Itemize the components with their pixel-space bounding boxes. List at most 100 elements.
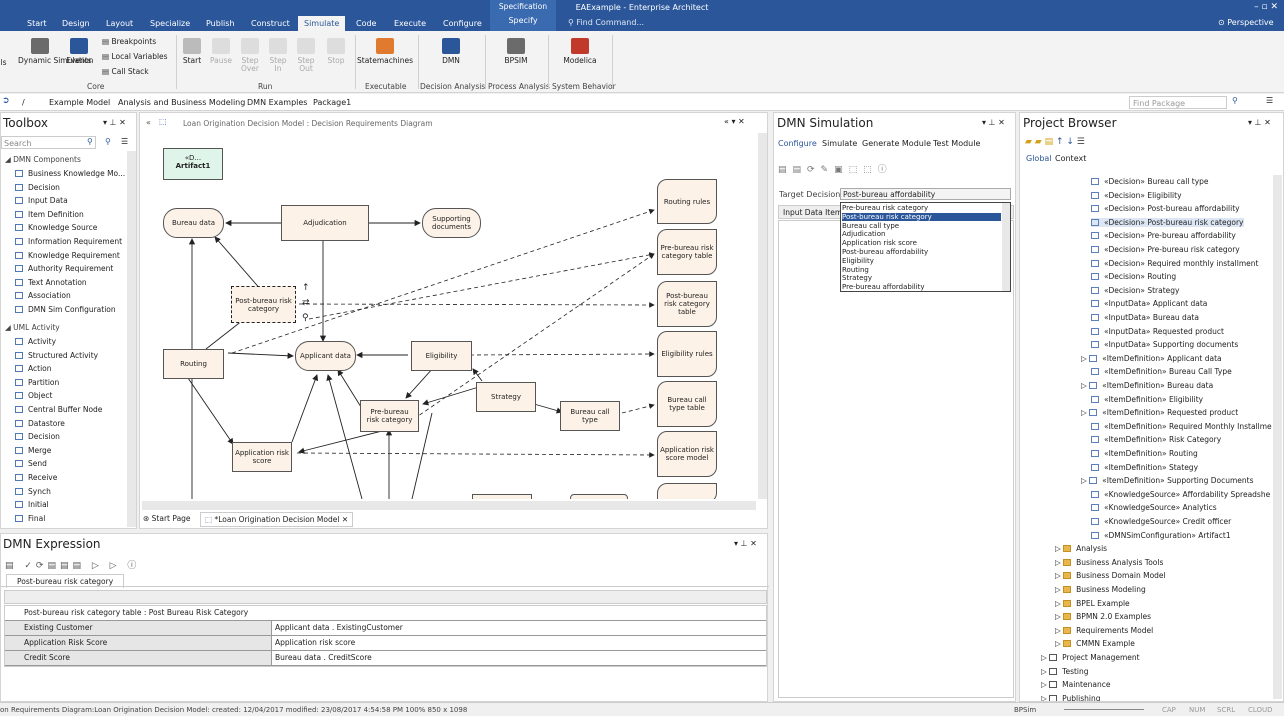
expression-input-value[interactable]: Bureau data . CreditScore <box>272 651 766 666</box>
tab-construct[interactable]: Construct <box>251 19 290 28</box>
tree-item[interactable]: «Decision» Pre-bureau risk category <box>1091 245 1240 254</box>
dmn-button[interactable]: DMN <box>436 38 466 65</box>
tree-item[interactable]: «KnowledgeSource» Analytics <box>1091 503 1217 512</box>
node-supporting-documents[interactable]: Supporting documents <box>422 208 481 238</box>
expression-tab[interactable]: Post-bureau risk category <box>6 574 125 588</box>
expand-icon[interactable]: ▷ <box>1055 544 1064 554</box>
tree-item[interactable]: «KnowledgeSource» Affordability Spreadsh… <box>1091 490 1270 499</box>
toolbox-item[interactable]: Activity <box>15 337 56 346</box>
tree-item[interactable]: «Decision» Strategy <box>1091 286 1180 295</box>
tree-root[interactable]: ▷ Project Management <box>1041 653 1140 662</box>
expand-icon[interactable]: ▷ <box>1055 625 1064 635</box>
tree-folder[interactable]: ▷ CMMN Example <box>1055 639 1135 648</box>
tab-design[interactable]: Design <box>62 19 90 28</box>
bpsim-button[interactable]: BPSIM <box>500 38 532 65</box>
tree-root[interactable]: ▷ Testing <box>1041 667 1089 676</box>
window-controls[interactable]: – ▫ ✕ <box>1254 2 1278 12</box>
toolbox-item[interactable]: Text Annotation <box>15 278 87 287</box>
pane-controls[interactable]: ▾ ⊥ ✕ <box>734 539 757 548</box>
dropdown-option[interactable]: Application risk score <box>842 239 917 248</box>
expand-icon[interactable]: ▷ <box>1041 653 1050 662</box>
node-partial[interactable] <box>570 494 628 499</box>
tree-folder[interactable]: ▷ Business Domain Model <box>1055 571 1166 580</box>
node-partial[interactable] <box>472 494 532 499</box>
node-eligibility-rules[interactable]: Eligibility rules <box>657 331 717 377</box>
tree-item[interactable]: «Decision» Eligibility <box>1091 191 1182 200</box>
tree-folder[interactable]: ▷ Business Analysis Tools <box>1055 558 1163 567</box>
section-dmn-components[interactable]: ◢ DMN Components <box>5 155 81 164</box>
menu-icon[interactable]: ☰ <box>1266 96 1274 105</box>
tree-root[interactable]: ▷ Maintenance <box>1041 680 1110 689</box>
expand-icon[interactable]: ▷ <box>1055 598 1064 608</box>
toolbox-item[interactable]: Send <box>15 459 47 468</box>
toolbox-menu-icon[interactable]: ☰ <box>121 137 129 146</box>
node-eligibility[interactable]: Eligibility <box>411 341 472 371</box>
tab-publish[interactable]: Publish <box>206 19 235 28</box>
tree-item[interactable]: «ItemDefinition» Routing <box>1091 449 1198 458</box>
toolbox-search-input[interactable]: Search <box>1 136 96 149</box>
tree-item[interactable]: «DMNSimConfiguration» Artifact1 <box>1091 531 1231 540</box>
tree-item[interactable]: «Decision» Required monthly installment <box>1091 259 1258 268</box>
tab-layout[interactable]: Layout <box>106 19 134 28</box>
node-bureau-call-type-table[interactable]: Bureau call type table <box>657 381 717 427</box>
tree-item[interactable]: «ItemDefinition» Risk Category <box>1091 435 1221 444</box>
tab-code[interactable]: Code <box>356 19 377 28</box>
events-button[interactable]: Events <box>66 38 92 65</box>
tree-item[interactable]: «ItemDefinition» Stategy <box>1091 463 1198 472</box>
breakpoints-button[interactable]: ▤ Breakpoints <box>102 38 156 46</box>
dropdown-option[interactable]: Pre-bureau risk category <box>842 204 929 212</box>
quicklinker-arrow-icon[interactable]: ↑ <box>302 283 310 293</box>
toolbox-item[interactable]: Structured Activity <box>15 351 98 360</box>
tree-folder[interactable]: ▷ Business Modeling <box>1055 585 1146 594</box>
tree-item[interactable]: «InputData» Bureau data <box>1091 313 1199 322</box>
tree-item[interactable]: «ItemDefinition» Bureau Call Type <box>1091 367 1232 376</box>
toolbox-item[interactable]: Action <box>15 364 52 373</box>
tree-item[interactable]: «Decision» Post-bureau risk category <box>1091 217 1244 227</box>
navigate-icon[interactable]: ➲ <box>2 96 10 106</box>
toolbox-item[interactable]: Input Data <box>15 196 68 205</box>
node-applicant-data[interactable]: Applicant data <box>295 341 356 371</box>
toolbox-item[interactable]: Item Definition <box>15 210 84 219</box>
node-bureau-data[interactable]: Bureau data <box>163 208 224 238</box>
toolbox-item[interactable]: Central Buffer Node <box>15 405 102 414</box>
collapse-icon[interactable]: « <box>146 118 151 127</box>
toolbox-item[interactable]: DMN Sim Configuration <box>15 305 116 314</box>
tree-item[interactable]: «Decision» Post-bureau affordability <box>1091 204 1240 213</box>
zoom-icon[interactable]: ⚲ <box>302 313 309 323</box>
browser-toolbar-icons[interactable]: ▰ ▰ ▤ ↑ ↓ ☰ <box>1025 137 1085 147</box>
toolbox-item[interactable]: Association <box>15 291 71 300</box>
node-bureau-call-type[interactable]: Bureau call type <box>560 401 620 431</box>
expression-input-value[interactable]: Application risk score <box>272 636 766 651</box>
tree-item[interactable]: «ItemDefinition» Eligibility <box>1091 395 1203 404</box>
modelica-button[interactable]: Modelica <box>560 38 600 65</box>
step-out-button[interactable]: Step Out <box>295 38 317 73</box>
node-partial-doc[interactable] <box>657 483 717 499</box>
tree-folder[interactable]: ▷ Requirements Model <box>1055 626 1153 635</box>
breadcrumb-root[interactable]: / <box>22 98 25 107</box>
statemachines-button[interactable]: Statemachines <box>357 38 413 65</box>
expand-icon[interactable]: ▷ <box>1055 557 1064 567</box>
toolbox-item[interactable]: Business Knowledge Mo... <box>15 169 125 178</box>
breadcrumb-item[interactable]: DMN Examples <box>247 98 308 107</box>
toolbox-item[interactable]: Decision <box>15 183 60 192</box>
browser-scrollbar[interactable] <box>1273 175 1282 699</box>
find-command[interactable]: ⚲ Find Command... <box>568 18 644 27</box>
expand-icon[interactable]: ▷ <box>1055 612 1064 622</box>
toolbox-item[interactable]: Final <box>15 514 45 523</box>
tab-simulate[interactable]: Simulate <box>298 16 346 31</box>
tree-item[interactable]: «Decision» Routing <box>1091 272 1176 281</box>
diagram-v-scrollbar[interactable] <box>758 133 767 499</box>
dropdown-option[interactable]: Eligibility <box>842 256 874 265</box>
tree-item[interactable]: ▷ «ItemDefinition» Bureau data <box>1081 381 1213 390</box>
expand-icon[interactable]: ▷ <box>1041 680 1050 690</box>
toolbox-scrollbar[interactable] <box>127 151 136 527</box>
tree-item[interactable]: ▷ «ItemDefinition» Applicant data <box>1081 354 1222 363</box>
node-strategy[interactable]: Strategy <box>476 382 536 412</box>
section-uml-activity[interactable]: ◢ UML Activity <box>5 323 60 332</box>
expand-icon[interactable]: ▷ <box>1055 639 1064 649</box>
perspective-button[interactable]: ⊙ Perspective <box>1218 18 1274 27</box>
expand-icon[interactable]: ▷ <box>1055 571 1064 581</box>
diagram-h-scrollbar[interactable] <box>142 501 756 510</box>
node-application-risk-score[interactable]: Application risk score <box>232 442 292 472</box>
